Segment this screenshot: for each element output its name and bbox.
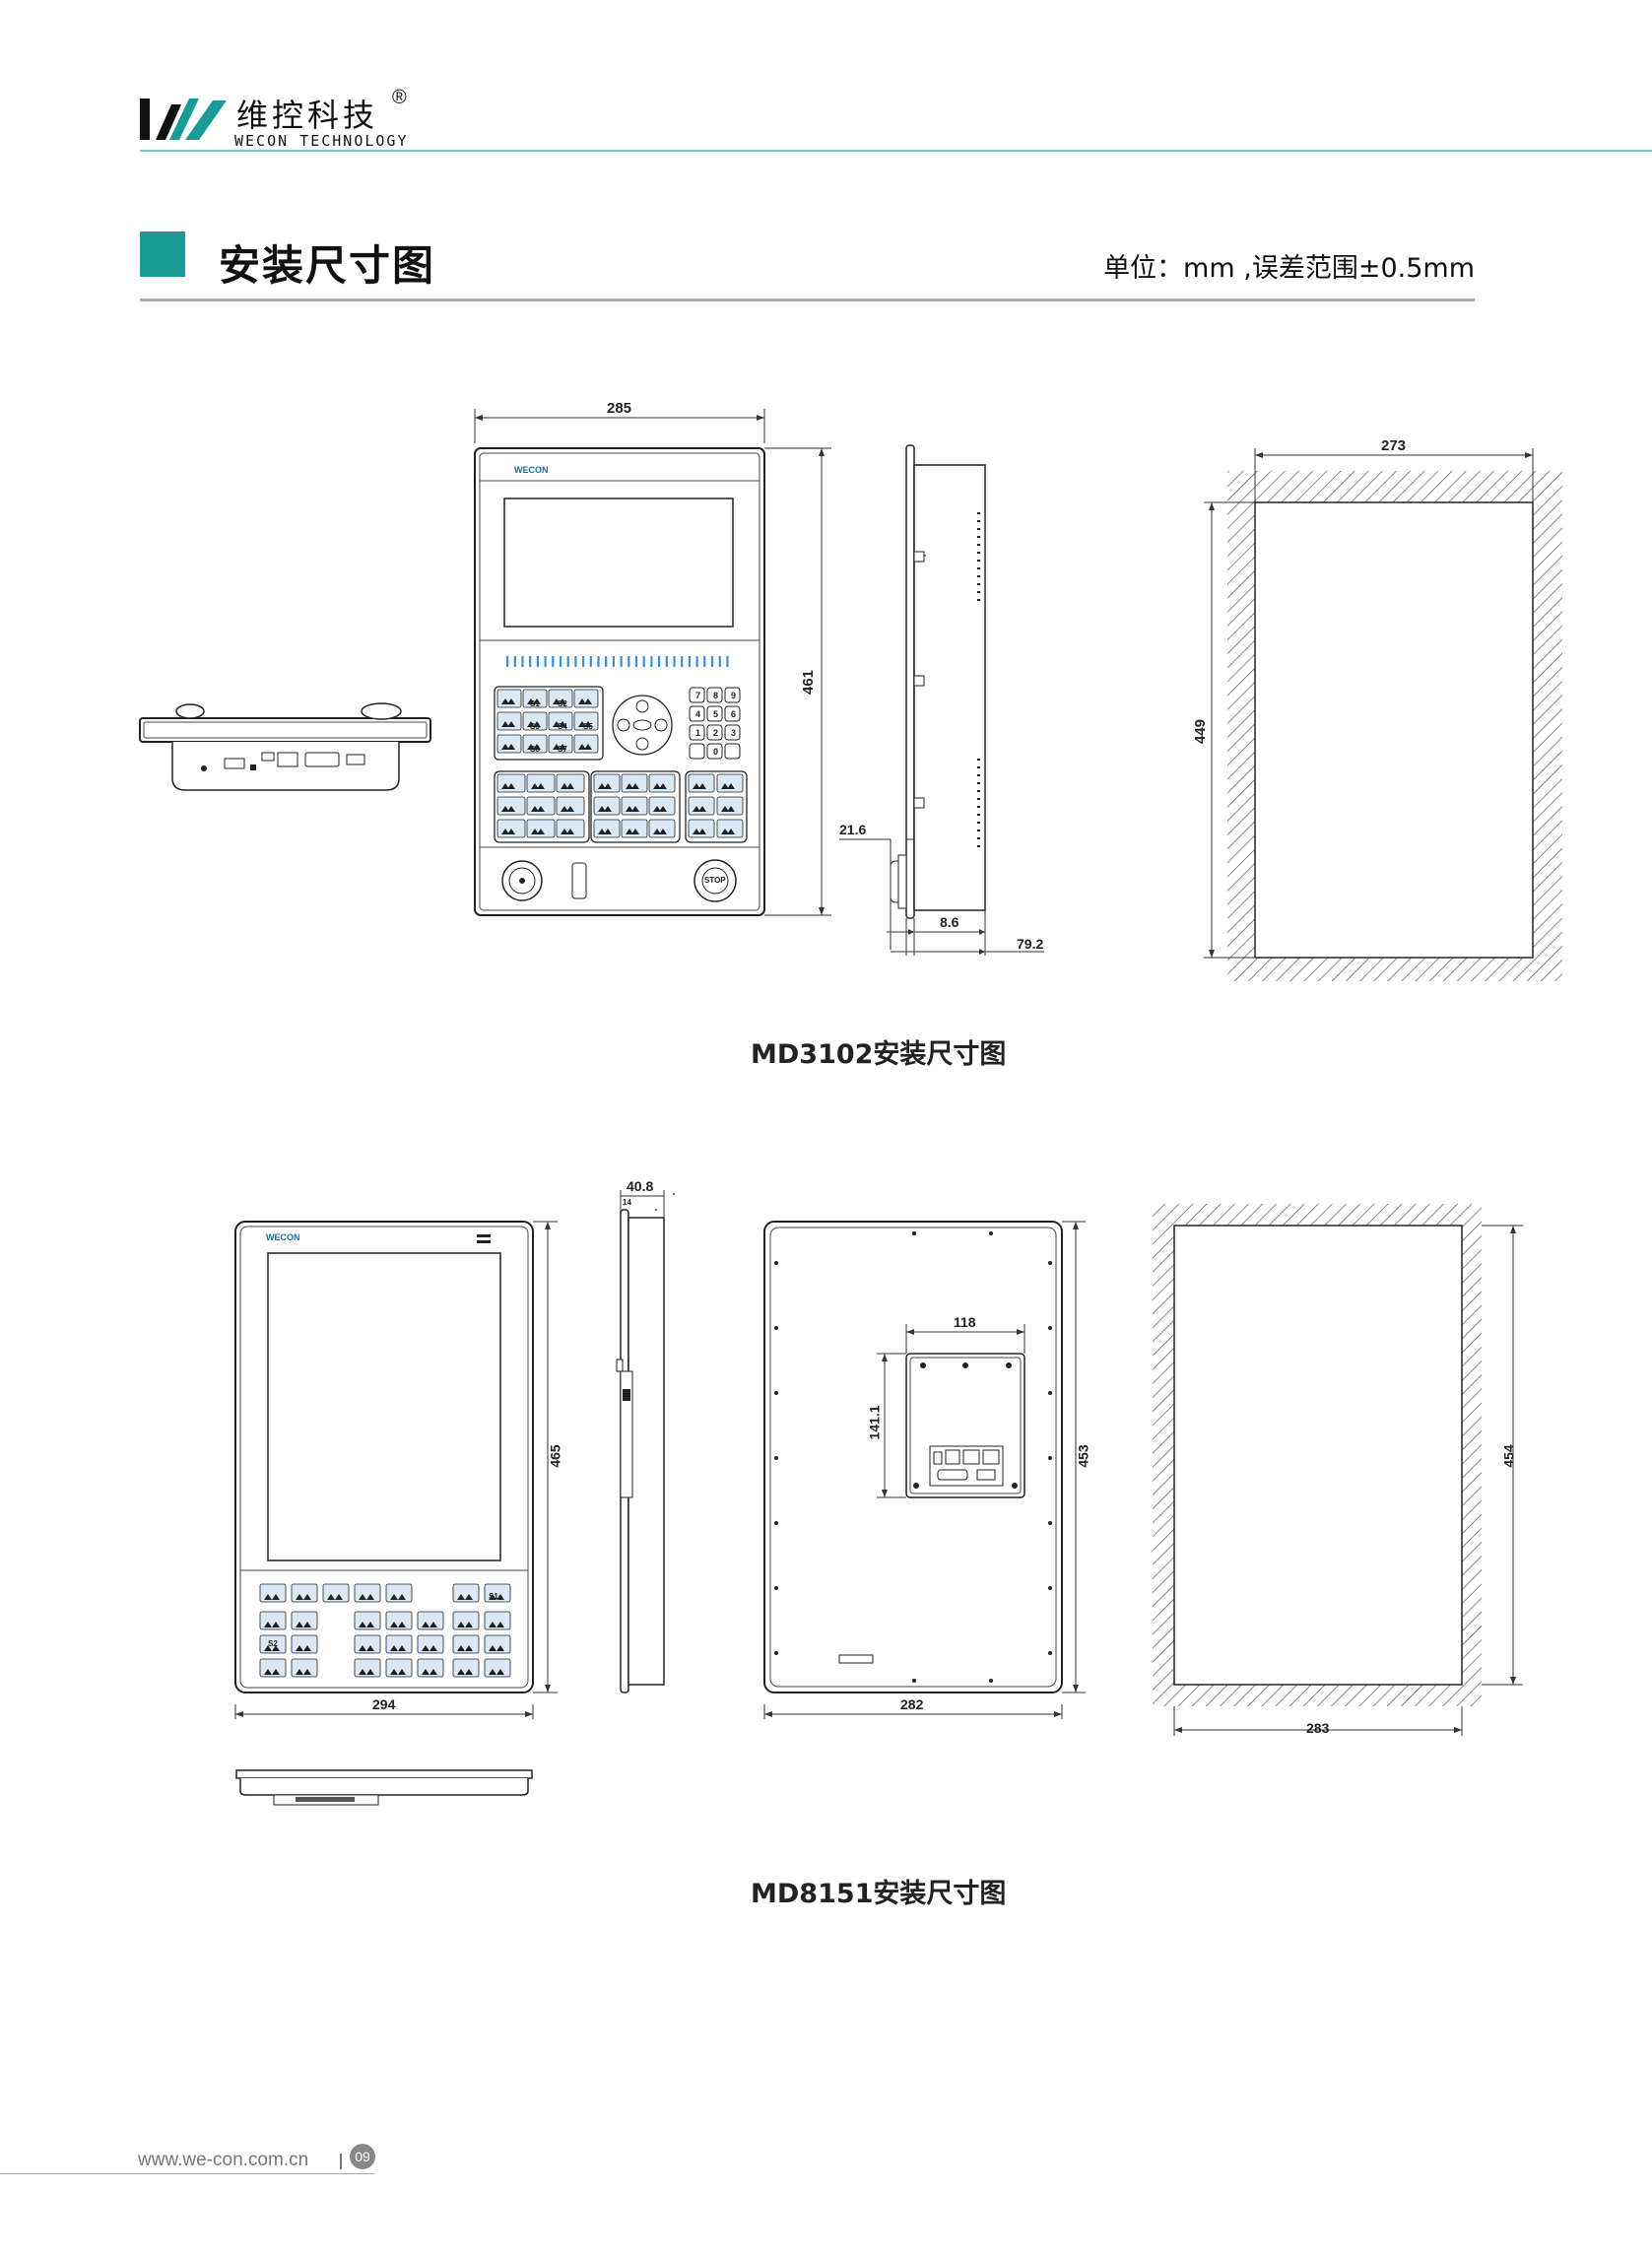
md3102-key-6: 6: [731, 709, 737, 719]
md8151-cutout-width: 283: [1306, 1720, 1330, 1736]
md3102-key-2: 2: [713, 728, 719, 738]
footer-divider: [0, 2173, 374, 2174]
md8151-cutout-view: [1153, 1204, 1523, 1736]
md8151-dim-depth: 40.8: [627, 1178, 654, 1194]
wecon-logo-icon: [140, 99, 227, 140]
unit-note: 单位：mm ,误差范围±0.5mm: [1103, 253, 1475, 284]
md8151-key-s1: S1: [489, 1592, 498, 1601]
md3102-key-1: 1: [695, 728, 701, 738]
md8151-dim-box-width: 118: [954, 1314, 976, 1330]
md3102-brand: WECON: [514, 465, 549, 475]
md3102-dim-depth: 79.2: [1017, 936, 1044, 952]
md3102-key-s3: S3: [530, 722, 540, 731]
md3102-side-vents: [977, 512, 980, 847]
md3102-key-s1: S1: [530, 699, 540, 708]
md8151-dim-width: 294: [372, 1696, 396, 1712]
md3102-key-5: 5: [713, 709, 719, 719]
logo-text-en: WECON TECHNOLOGY: [234, 132, 409, 150]
md3102-dim-knob: 21.6: [839, 822, 867, 837]
md8151-bottom-view: [235, 1769, 533, 1806]
md3102-key-s7: S7: [558, 745, 567, 754]
md3102-dim-width: 285: [607, 400, 632, 417]
logo-text-cn: 维控科技: [236, 97, 379, 134]
md8151-cutout-height: 454: [1500, 1444, 1517, 1468]
md8151-dim-bezel: 14: [623, 1198, 631, 1207]
footer-separator: [340, 2154, 342, 2169]
md3102-bottom-view: [139, 702, 431, 791]
md3102-key-8: 8: [713, 691, 719, 700]
md8151-caption: MD8151安装尺寸图: [751, 1879, 1007, 1909]
md8151-dim-back-height: 453: [1075, 1444, 1091, 1468]
section-title: 安装尺寸图: [219, 241, 436, 290]
md3102-stop-label: STOP: [704, 876, 726, 885]
logo-registered-mark: ®: [392, 87, 407, 108]
md3102-key-3: 3: [731, 728, 737, 738]
md3102-cutout-width: 273: [1381, 437, 1407, 454]
header-divider: [140, 150, 1652, 152]
md3102-cutout-view: [1204, 448, 1562, 981]
md3102-key-s6: S6: [530, 745, 540, 754]
md3102-side-view: [839, 444, 1044, 956]
md8151-function-keys: [259, 1583, 511, 1678]
md8151-front-view: [234, 1221, 558, 1719]
md3102-key-4: 4: [695, 709, 701, 719]
section-divider: [140, 299, 1475, 301]
md3102-key-s5: S5: [583, 722, 593, 731]
md3102-numpad: [689, 687, 741, 760]
md8151-side-view: [616, 1190, 675, 1693]
footer-url[interactable]: www.we-con.com.cn: [138, 2150, 309, 2170]
md3102-dim-height: 461: [800, 669, 818, 696]
md3102-caption: MD3102安装尺寸图: [751, 1039, 1007, 1070]
md8151-back-view: [763, 1221, 1086, 1719]
section-marker: [140, 232, 185, 277]
md3102-drawings: [139, 409, 1562, 981]
md8151-dim-back-width: 282: [900, 1696, 924, 1712]
md8151-drawings: [234, 1190, 1523, 1806]
md3102-function-keys: [496, 689, 744, 838]
md3102-key-s4: S4: [558, 722, 567, 731]
md3102-key-0: 0: [713, 747, 719, 757]
page-number: 09: [350, 2144, 375, 2169]
md8151-dim-height: 465: [547, 1444, 563, 1468]
md8151-brand: WECON: [266, 1232, 300, 1242]
md3102-key-s2: S2: [558, 699, 567, 708]
md3102-key-7: 7: [695, 691, 701, 700]
md3102-key-9: 9: [731, 691, 737, 700]
md3102-dim-bezel: 8.6: [940, 914, 959, 930]
md3102-led-strip: [506, 656, 729, 667]
md8151-key-s2: S2: [268, 1639, 278, 1648]
md3102-front-view: [474, 409, 831, 916]
md3102-cutout-height: 449: [1192, 718, 1210, 745]
md8151-mount-holes: [774, 1231, 1052, 1683]
md8151-dim-box-height: 141.1: [866, 1405, 883, 1440]
